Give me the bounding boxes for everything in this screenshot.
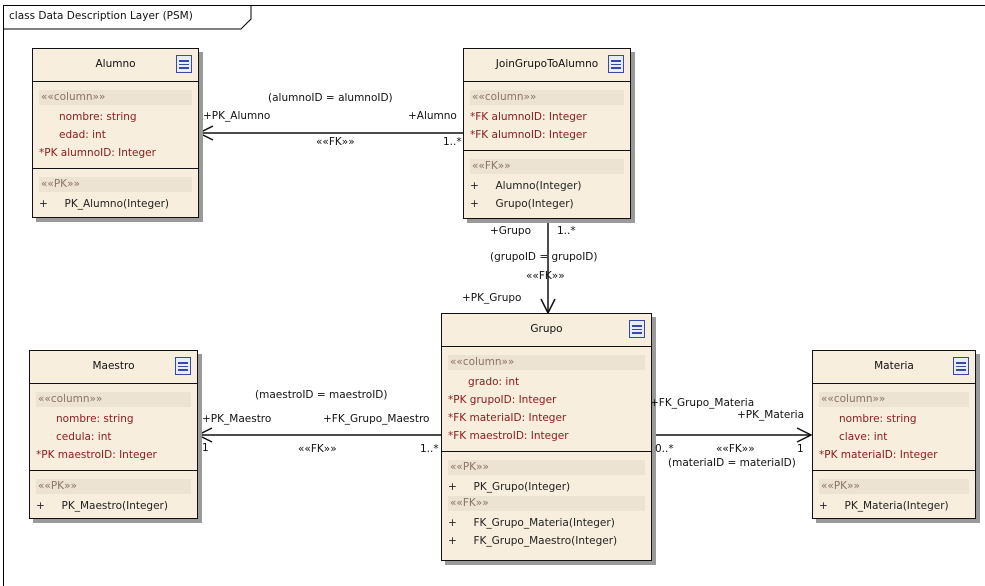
table-icon [629, 320, 645, 338]
column-row[interactable]: nombre: string [819, 413, 917, 425]
table-alumno[interactable]: Alumno ««column»» nombre: string edad: in… [32, 48, 199, 218]
relation-label: (materiaID = materiaID) [668, 457, 796, 469]
table-header: Alumno [33, 49, 198, 82]
column-row[interactable]: *FK alumnoID: Integer [470, 111, 587, 123]
table-name: Alumno [95, 58, 136, 70]
column-row[interactable]: *PK materiaID: Integer [819, 449, 938, 461]
operation-row[interactable]: + FK_Grupo_Maestro(Integer) [448, 535, 618, 547]
table-name: Grupo [530, 323, 563, 335]
operation-stereotype: ««FK»» [470, 159, 624, 174]
table-header: Grupo [442, 314, 651, 347]
operation-stereotype: ««FK»» [448, 496, 645, 511]
relation-label: 0..* [655, 443, 674, 455]
column-row[interactable]: clave: int [819, 431, 888, 443]
operation-stereotype: ««PK»» [39, 177, 192, 192]
column-stereotype: ««column»» [470, 90, 624, 105]
column-row[interactable]: *PK maestroID: Integer [36, 449, 157, 461]
frame-tab: class Data Description Layer (PSM) [3, 5, 252, 30]
relation-label: +FK_Grupo_Maestro [323, 413, 430, 425]
table-joingrupotoalumno[interactable]: JoinGrupoToAlumno ««column»» *FK alumnoID:… [463, 48, 631, 219]
table-icon [175, 357, 191, 375]
arrowhead-materia [796, 427, 813, 443]
relation-label: 1..* [443, 136, 462, 148]
column-row[interactable]: *FK materiaID: Integer [448, 412, 567, 424]
table-name: Maestro [92, 360, 135, 372]
column-row[interactable]: nombre: string [39, 111, 137, 123]
relation-label: +PK_Grupo [462, 292, 522, 304]
table-header: Materia [813, 351, 975, 384]
table-grupo[interactable]: Grupo ««column»» grado: int *PK grupoID: I… [441, 313, 652, 561]
column-row[interactable]: *PK grupoID: Integer [448, 394, 557, 406]
column-row[interactable]: cedula: int [36, 431, 112, 443]
relation-label: 1..* [557, 225, 576, 237]
table-maestro[interactable]: Maestro ««column»» nombre: string cedula:… [29, 350, 198, 519]
columns-section: ««column»» grado: int *PK grupoID: Intege… [442, 347, 651, 451]
table-icon [608, 55, 624, 73]
relation-label: +PK_Alumno [203, 110, 271, 122]
relation-label: 1..* [420, 443, 439, 455]
operation-stereotype: ««PK»» [36, 479, 191, 494]
column-row[interactable]: *FK alumnoID: Integer [470, 129, 587, 141]
column-row[interactable]: *FK maestroID: Integer [448, 430, 569, 442]
relation-label: 1 [202, 442, 209, 454]
operation-stereotype: ««PK»» [819, 479, 969, 494]
table-name: JoinGrupoToAlumno [495, 58, 599, 70]
table-icon [176, 55, 192, 73]
operations-section: ««PK»» + PK_Grupo(Integer) ««FK»» + FK_Grup… [442, 451, 651, 556]
columns-section: ««column»» nombre: string clave: int *PK … [813, 384, 975, 470]
operation-row[interactable]: + FK_Grupo_Materia(Integer) [448, 517, 615, 529]
relation-label: 1 [797, 443, 804, 455]
arrowhead-maestro [196, 427, 213, 443]
column-row[interactable]: grado: int [448, 376, 520, 388]
frame-title: class Data Description Layer (PSM) [9, 10, 193, 22]
table-header: Maestro [30, 351, 197, 384]
relation-label: +Alumno [408, 110, 457, 122]
relation-label: +PK_Maestro [202, 413, 272, 425]
column-stereotype: ««column»» [448, 355, 645, 370]
relation-label: +FK_Grupo_Materia [650, 397, 755, 409]
relation-label: (maestroID = maestroID) [255, 389, 388, 401]
relation-label: ««FK»» [316, 136, 355, 148]
relation-label: (alumnoID = alumnoID) [268, 92, 393, 104]
relation-label: ««FK»» [298, 443, 337, 455]
operation-stereotype: ««PK»» [448, 460, 645, 475]
operation-row[interactable]: + PK_Alumno(Integer) [39, 198, 169, 210]
operation-row[interactable]: + PK_Maestro(Integer) [36, 500, 168, 512]
diagram-frame [3, 5, 985, 586]
column-row[interactable]: *PK alumnoID: Integer [39, 147, 156, 159]
table-materia[interactable]: Materia ««column»» nombre: string clave: … [812, 350, 976, 519]
operations-section: ««PK»» + PK_Alumno(Integer) [33, 168, 198, 219]
connectors [196, 125, 813, 443]
relation-label: +Grupo [490, 225, 531, 237]
table-icon [953, 357, 969, 375]
column-stereotype: ««column»» [819, 392, 969, 407]
columns-section: ««column»» nombre: string edad: int *PK a… [33, 82, 198, 168]
operation-row[interactable]: + Alumno(Integer) [470, 180, 582, 192]
arrowhead-alumno [197, 125, 214, 141]
columns-section: ««column»» nombre: string cedula: int *PK… [30, 384, 197, 470]
operations-section: ««PK»» + PK_Materia(Integer) [813, 470, 975, 521]
operation-row[interactable]: + PK_Materia(Integer) [819, 500, 949, 512]
operations-section: ««PK»» + PK_Maestro(Integer) [30, 470, 197, 521]
columns-section: ««column»» *FK alumnoID: Integer *FK alumn… [464, 82, 630, 150]
relation-label: +PK_Materia [737, 409, 805, 421]
relation-label: (grupoID = grupoID) [490, 251, 598, 263]
table-name: Materia [874, 360, 914, 372]
operation-row[interactable]: + Grupo(Integer) [470, 198, 574, 210]
column-stereotype: ««column»» [39, 90, 192, 105]
relation-label: ««FK»» [526, 270, 565, 282]
operation-row[interactable]: + PK_Grupo(Integer) [448, 481, 571, 493]
column-row[interactable]: nombre: string [36, 413, 134, 425]
column-row[interactable]: edad: int [39, 129, 106, 141]
column-stereotype: ««column»» [36, 392, 191, 407]
table-header: JoinGrupoToAlumno [464, 49, 630, 82]
operations-section: ««FK»» + Alumno(Integer) + Grupo(Integer) [464, 150, 630, 219]
relation-label: ««FK»» [716, 443, 755, 455]
